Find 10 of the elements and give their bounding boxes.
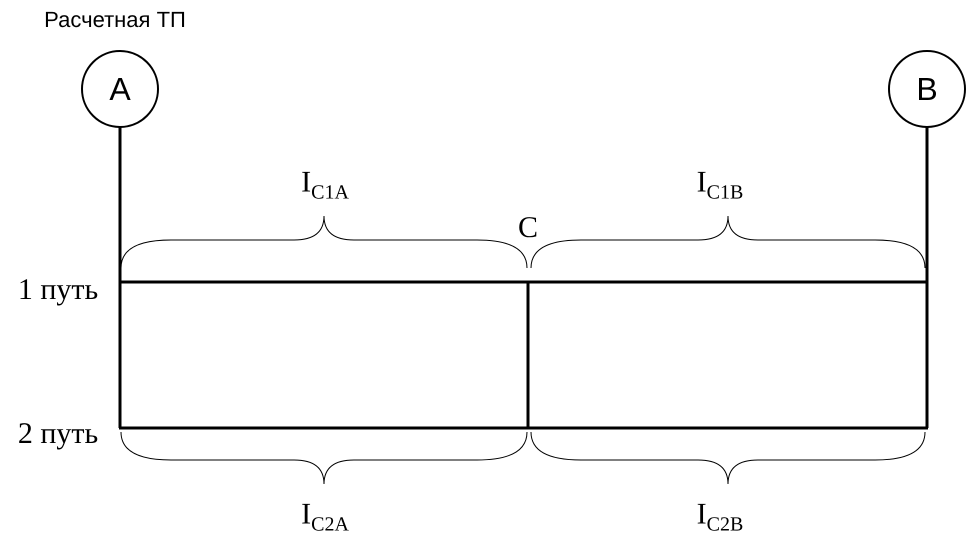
station-circle: A <box>81 50 159 128</box>
station-circle: B <box>888 50 966 128</box>
current-label: I$_{C2A}$ <box>301 498 349 536</box>
point-label: C <box>518 211 538 245</box>
track-label: 2 путь <box>18 417 98 451</box>
current-label: I$_{C1A}$ <box>301 166 349 204</box>
title-label: Расчетная ТП <box>44 7 186 33</box>
track-label: 1 путь <box>18 273 98 307</box>
current-label: I$_{C1B}$ <box>696 166 744 204</box>
current-label: I$_{C2B}$ <box>696 498 744 536</box>
